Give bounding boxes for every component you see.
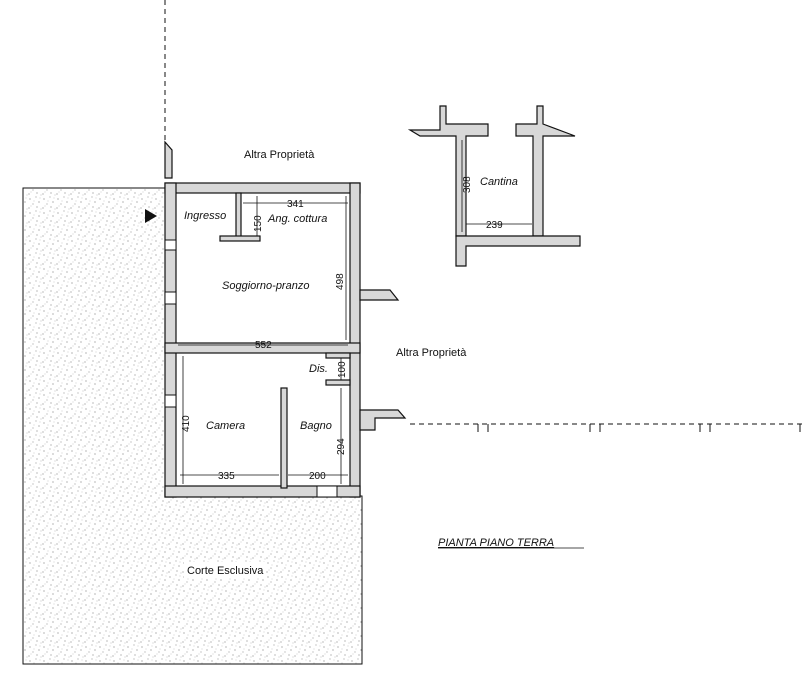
cantina-walls xyxy=(407,105,581,267)
plan-title: PIANTA PIANO TERRA xyxy=(438,537,554,549)
dim-294: 294 xyxy=(336,438,347,455)
dim-100: 100 xyxy=(337,361,348,378)
label-altra-proprieta-top: Altra Proprietà xyxy=(244,149,315,161)
dim-239: 239 xyxy=(486,220,503,231)
wall-stub-top-left xyxy=(164,140,173,179)
room-camera: Camera xyxy=(206,420,245,432)
room-ang-cottura: Ang. cottura xyxy=(267,213,327,225)
room-soggiorno: Soggiorno-pranzo xyxy=(222,280,309,292)
room-bagno: Bagno xyxy=(300,420,332,432)
dim-335: 335 xyxy=(218,471,235,482)
dim-308: 308 xyxy=(462,176,473,193)
dim-200: 200 xyxy=(309,471,326,482)
dim-150: 150 xyxy=(253,215,264,232)
entrance-arrow-icon xyxy=(145,209,157,223)
room-dis: Dis. xyxy=(309,363,328,375)
dim-498: 498 xyxy=(335,273,346,290)
dwelling-walls xyxy=(164,182,407,498)
dim-341: 341 xyxy=(287,199,304,210)
boundary-dashed-right xyxy=(410,423,806,432)
label-corte-esclusiva: Corte Esclusiva xyxy=(187,565,264,577)
dim-552: 552 xyxy=(255,340,272,351)
room-cantina: Cantina xyxy=(480,176,518,188)
dim-410: 410 xyxy=(181,415,192,432)
dimension-lines xyxy=(178,140,532,484)
label-altra-proprieta-right: Altra Proprietà xyxy=(396,347,467,359)
room-ingresso: Ingresso xyxy=(184,210,226,222)
